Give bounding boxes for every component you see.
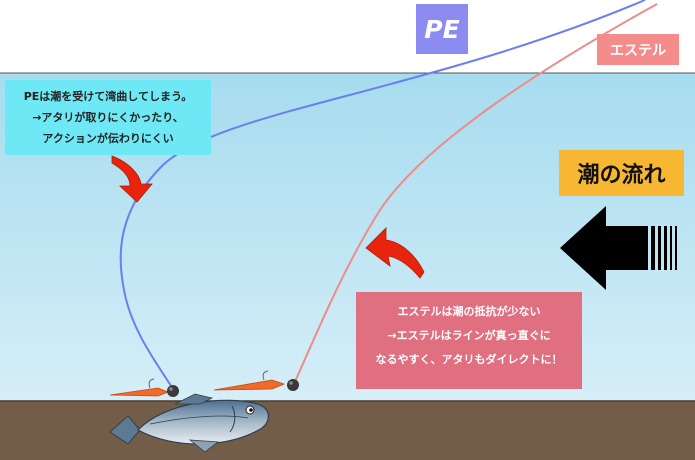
curved-arrow-down-icon [111,155,153,203]
ester-lure-icon [213,370,299,391]
ester-note-line-1: エステルは潮の抵抗が少ない [397,305,541,318]
ester-label: エステル [597,34,679,65]
seabed [0,401,695,460]
horse-mackerel-icon [109,393,269,453]
curved-arrow-up-icon [365,227,425,279]
ester-note-line-3: なるやすく、アタリもダイレクトに！ [375,353,563,366]
current-label: 潮の流れ [559,150,684,196]
ester-line [293,3,658,385]
pe-note-line-2: →アタリが取りにくかったり、 [32,111,184,124]
big-left-arrow-icon [560,206,677,290]
pe-line [119,0,646,390]
pe-note-line-3: アクションが伝わりにくい [42,132,174,145]
ester-note: エステルは潮の抵抗が少ない →エステルはラインが真っ直ぐに なるやすく、アタリも… [356,292,582,389]
pe-note-line-1: PEは潮を受けて湾曲してしまう。 [23,90,193,103]
pe-label: PE [416,4,468,54]
ester-note-line-2: →エステルはラインが真っ直ぐに [387,329,551,342]
pe-note: PEは潮を受けて湾曲してしまう。 →アタリが取りにくかったり、 アクションが伝わ… [5,80,211,155]
pe-lure-icon [109,378,179,397]
